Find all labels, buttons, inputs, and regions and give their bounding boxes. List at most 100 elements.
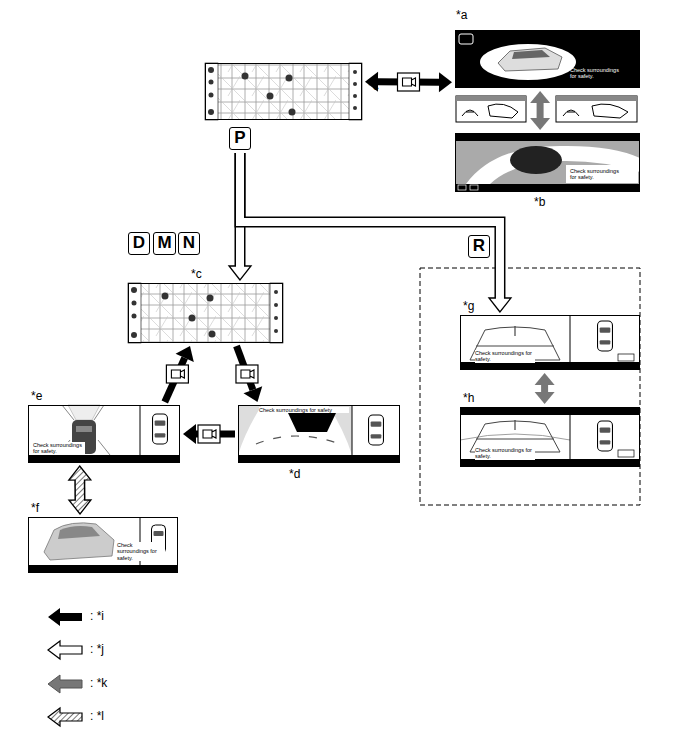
screen-d-art [238, 405, 400, 463]
shift-letter: N [183, 234, 195, 253]
view-switch-panels [556, 96, 637, 101]
screen-f-art [28, 517, 178, 573]
transition-arrow [69, 466, 91, 514]
camera-switch-icon [198, 425, 220, 443]
view-switch-panels [556, 96, 637, 122]
shift-letter: R [473, 237, 485, 256]
screen-b-art [455, 133, 640, 192]
map-screen-top [209, 93, 214, 98]
callout-label: *g [463, 300, 474, 313]
transition-arrow [537, 103, 544, 118]
screen-d-art [369, 415, 384, 445]
camera-switch-icon [398, 73, 420, 91]
legend-text: : *l [90, 709, 104, 723]
screen-b-art [455, 133, 640, 192]
transition-arrow [69, 500, 91, 514]
display-screen: *aCheck surroundings for safety. [455, 30, 640, 88]
screen-message: Check surroundings for safety. [475, 350, 535, 363]
transition-arrow [236, 346, 262, 402]
screen-g-art [460, 362, 640, 370]
screen-message: Check surroundings for safety. [570, 168, 620, 181]
map-screen-second [128, 283, 283, 343]
screen-d-art [288, 413, 336, 432]
screen-f-art [58, 526, 100, 539]
shift-letter: M [157, 234, 171, 253]
screen-d-art [352, 405, 353, 455]
screen-h-art [460, 407, 640, 467]
map-screen-top [349, 63, 362, 120]
legend-samples [48, 641, 82, 659]
transition-arrow [530, 91, 550, 103]
callout-label: *d [289, 468, 300, 481]
map-screen-second [270, 283, 283, 343]
transition-arrow [240, 153, 500, 300]
camera-switch-icon [166, 365, 188, 383]
screen-g-art [618, 354, 634, 361]
camera-switch-icon [203, 430, 216, 438]
map-screen-second [274, 303, 278, 307]
camera-switch-icon [171, 370, 184, 378]
legend-samples [48, 708, 82, 726]
display-screen: *fCheck surroundings for safety. [28, 517, 178, 573]
map-screen-second [128, 283, 283, 343]
shift-letter: D [133, 234, 145, 253]
transition-arrow [76, 478, 84, 502]
screen-a-art [459, 34, 473, 44]
view-switch-panels [462, 104, 518, 118]
transition-arrow [439, 72, 452, 92]
screen-d-art [238, 405, 352, 455]
legend-text: : *k [90, 676, 107, 690]
transition-arrow [535, 392, 555, 404]
transition-arrow [244, 386, 263, 402]
transition-arrow [229, 266, 251, 280]
map-screen-top [289, 109, 296, 116]
screen-g-art [514, 326, 515, 336]
transition-arrow [240, 153, 511, 312]
map-screen-second [207, 295, 214, 302]
callout-label: *c [368, 80, 379, 93]
map-screen-top [286, 75, 293, 82]
screen-a-art [455, 30, 640, 88]
screen-g-art [476, 346, 554, 347]
callout-label: *b [534, 196, 545, 209]
map-screen-top [242, 73, 249, 80]
screen-h-art [476, 439, 554, 440]
shift-letter: P [234, 129, 245, 148]
legend-samples [48, 608, 82, 626]
screen-message: Check surroundings for safety. [33, 442, 85, 455]
screen-e-art [28, 405, 140, 455]
callout-label: *e [31, 390, 42, 403]
legend-samples [48, 608, 82, 726]
screen-b-art [566, 165, 638, 183]
map-screen-second [131, 287, 137, 293]
transition-arrow [530, 118, 550, 130]
screen-a-art [455, 30, 640, 88]
screen-g-art [598, 321, 613, 351]
camera-switch-icon [198, 425, 220, 443]
display-screen: *bCheck surroundings for safety. [455, 133, 640, 192]
screen-f-art [28, 565, 178, 573]
transition-arrow [489, 298, 511, 312]
screen-e-art [68, 405, 100, 420]
screen-h-art [460, 434, 570, 440]
display-screen: *c [205, 63, 362, 120]
screen-message: Check surroundings for safety. [475, 447, 535, 460]
camera-switch-icon [398, 73, 420, 91]
screen-message: Check surroundings for safety [259, 407, 349, 413]
screen-f-art [44, 523, 114, 560]
callout-label: *a [456, 9, 467, 22]
map-screen-second [132, 314, 137, 319]
screen-b-art [466, 146, 640, 184]
transition-arrow [535, 373, 555, 385]
camera-switch-icon [236, 365, 258, 383]
map-screen-top [205, 63, 362, 120]
map-screen-top [205, 63, 218, 120]
map-screen-second [274, 290, 278, 294]
map-screen-top [208, 109, 214, 115]
shift-position-box: N [178, 232, 200, 255]
display-screen: *gCheck surroundings for safety. [460, 315, 640, 370]
map-screen-second [209, 331, 216, 338]
map-screen-second [128, 283, 141, 343]
legend-text: : *j [90, 642, 104, 656]
